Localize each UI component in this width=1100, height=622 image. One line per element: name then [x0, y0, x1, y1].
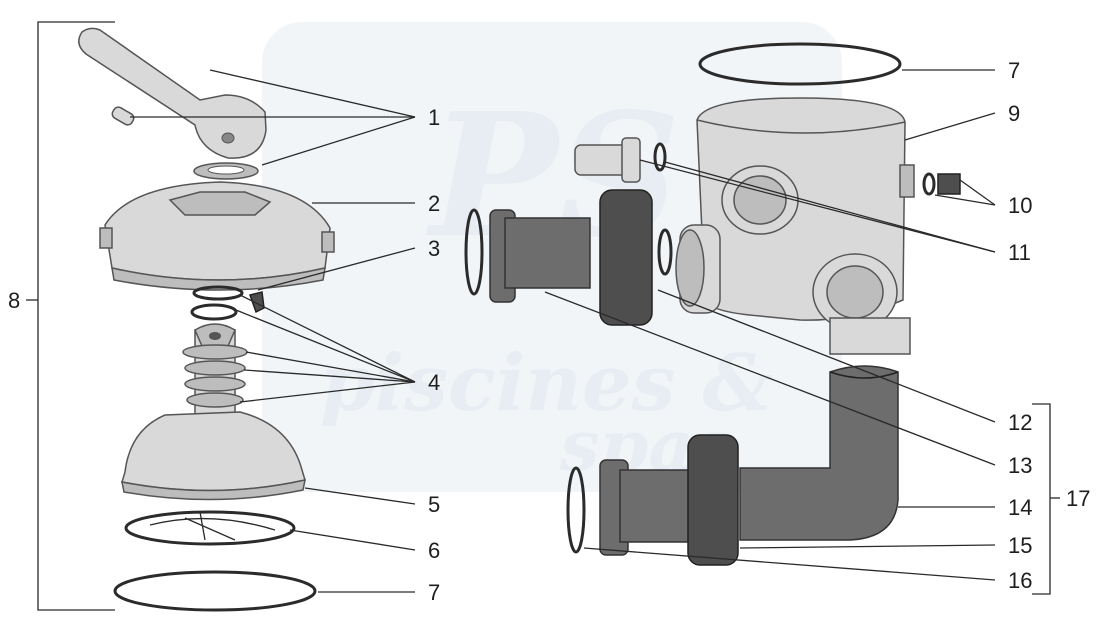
fitting-11 [574, 137, 667, 183]
union-fitting [464, 189, 673, 326]
drain-plug [922, 172, 961, 196]
label-12: 12 [1008, 410, 1032, 435]
label-16: 16 [1008, 568, 1032, 593]
valve-handle [78, 27, 267, 159]
label-11: 11 [1008, 240, 1031, 265]
o-ring-7-bottom [113, 570, 317, 612]
valve-cover [99, 181, 335, 291]
o-ring-7-top [698, 42, 902, 86]
label-13: 13 [1008, 453, 1032, 478]
label-1: 1 [428, 105, 440, 130]
union-lower [566, 434, 739, 566]
label-8: 8 [8, 288, 20, 313]
label-7-top: 7 [1008, 58, 1020, 83]
label-15: 15 [1008, 533, 1032, 558]
leader-lines [130, 69, 996, 593]
label-5: 5 [428, 492, 440, 517]
screw-3 [249, 291, 265, 314]
bracket-17 [1032, 403, 1051, 595]
label-14: 14 [1008, 495, 1032, 520]
spider-gasket [124, 510, 296, 546]
valve-base [121, 411, 306, 501]
label-7-bottom: 7 [428, 580, 440, 605]
elbow-pipe [739, 365, 899, 541]
watermark-line1: piscines & [320, 338, 773, 429]
label-10: 10 [1008, 193, 1032, 218]
bracket-8 [37, 21, 115, 611]
gasket-3 [192, 285, 244, 301]
pump-housing [675, 97, 915, 355]
label-9: 9 [1008, 101, 1020, 126]
label-17: 17 [1066, 486, 1090, 511]
handle-pin [111, 106, 135, 126]
label-4: 4 [428, 370, 440, 395]
label-6: 6 [428, 538, 440, 563]
label-3: 3 [428, 236, 440, 261]
label-2: 2 [428, 191, 440, 216]
